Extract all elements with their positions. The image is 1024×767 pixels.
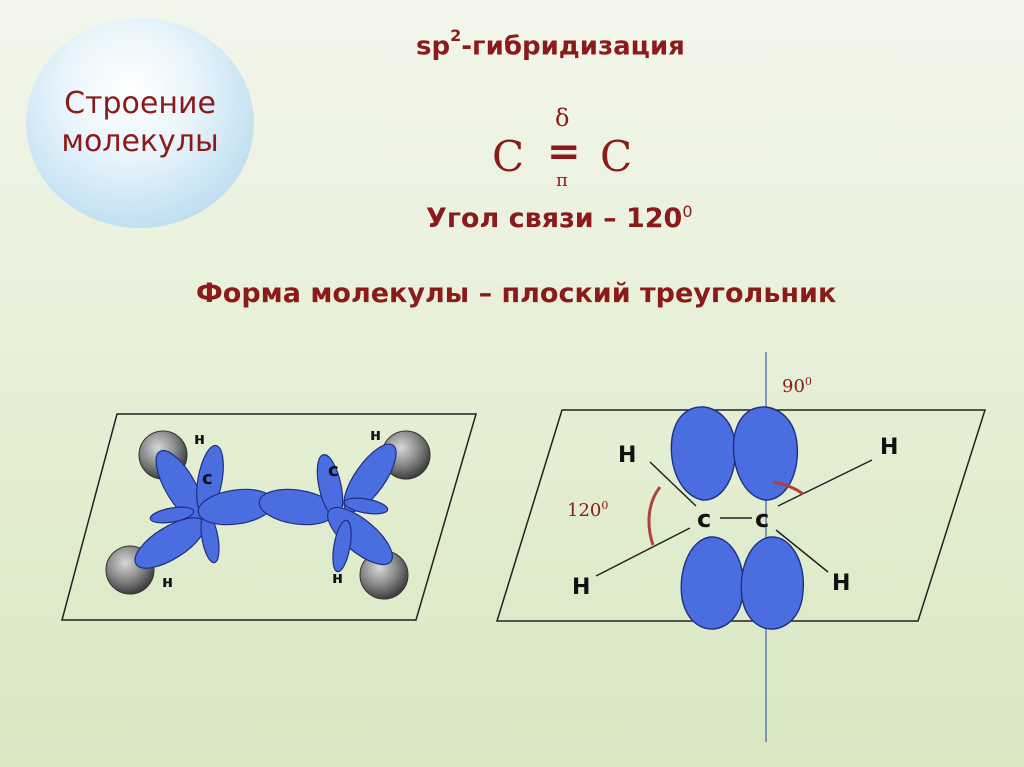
left-h-bottom-right-label: н bbox=[332, 568, 343, 587]
right-bond-h-bottom-right bbox=[775, 529, 829, 573]
left-c-right-label: с bbox=[328, 460, 339, 481]
right-angle-label-120: 1200 bbox=[567, 499, 608, 521]
molecule-shape-text: Форма молекулы – плоский треугольник bbox=[196, 278, 837, 309]
left-h-top-right-label: н bbox=[370, 425, 381, 444]
section-title-line2: молекулы bbox=[61, 124, 219, 159]
right-angle-arc-120 bbox=[647, 486, 662, 546]
right-angle-arc-90 bbox=[772, 480, 804, 496]
right-h-top-left-label: Н bbox=[618, 443, 636, 468]
formula-right-carbon: С bbox=[600, 132, 633, 181]
right-h-top-right-label: Н bbox=[880, 435, 898, 460]
right-bond-h-bottom-left bbox=[595, 527, 691, 577]
right-h-bottom-right-label: Н bbox=[832, 571, 850, 596]
formula-sigma-label: δ bbox=[555, 104, 570, 132]
right-plane bbox=[495, 409, 987, 622]
left-h-bottom-left-label: н bbox=[162, 572, 173, 591]
left-orbital-small-right bbox=[343, 497, 389, 515]
title-superscript: 2 bbox=[450, 26, 462, 45]
right-c-left-label: с bbox=[697, 505, 711, 533]
right-c-right-label: с bbox=[755, 505, 769, 533]
title-prefix: sp bbox=[416, 31, 451, 62]
page-title: sp2-гибридизация bbox=[416, 26, 685, 62]
right-bond-h-top-right bbox=[777, 459, 873, 507]
left-molecule-diagram: н н н н с с bbox=[61, 413, 477, 621]
formula-pi-label: π bbox=[556, 170, 568, 191]
right-molecule-diagram: Н Н Н Н с с 1200 900 bbox=[495, 352, 987, 742]
left-orbital-p-down-right bbox=[332, 519, 352, 573]
formula-double-bond: = bbox=[547, 128, 581, 175]
section-title-line1: Строение bbox=[64, 86, 216, 121]
left-orbital-small bbox=[149, 506, 195, 524]
left-plane bbox=[61, 413, 477, 621]
bond-angle-text: Угол связи – 1200 bbox=[426, 202, 693, 234]
right-p-orbital-upper-left bbox=[670, 406, 737, 501]
bond-angle-degree: 0 bbox=[682, 202, 693, 221]
right-angle-label-90: 900 bbox=[782, 375, 812, 397]
title-rest: -гибридизация bbox=[461, 31, 685, 62]
right-bond-h-top-left bbox=[649, 461, 697, 507]
left-c-left-label: с bbox=[202, 468, 213, 489]
right-h-bottom-left-label: Н bbox=[572, 575, 590, 600]
section-badge: Строение молекулы bbox=[26, 18, 254, 228]
right-p-orbital-upper-right bbox=[732, 406, 799, 501]
left-h-top-left-label: н bbox=[194, 429, 205, 448]
right-p-orbital-lower-left bbox=[680, 536, 745, 630]
right-p-orbital-lower-right bbox=[740, 536, 805, 630]
bond-angle-label: Угол связи – 120 bbox=[426, 203, 683, 234]
section-title: Строение молекулы bbox=[61, 85, 218, 161]
formula-left-carbon: С bbox=[492, 132, 525, 181]
